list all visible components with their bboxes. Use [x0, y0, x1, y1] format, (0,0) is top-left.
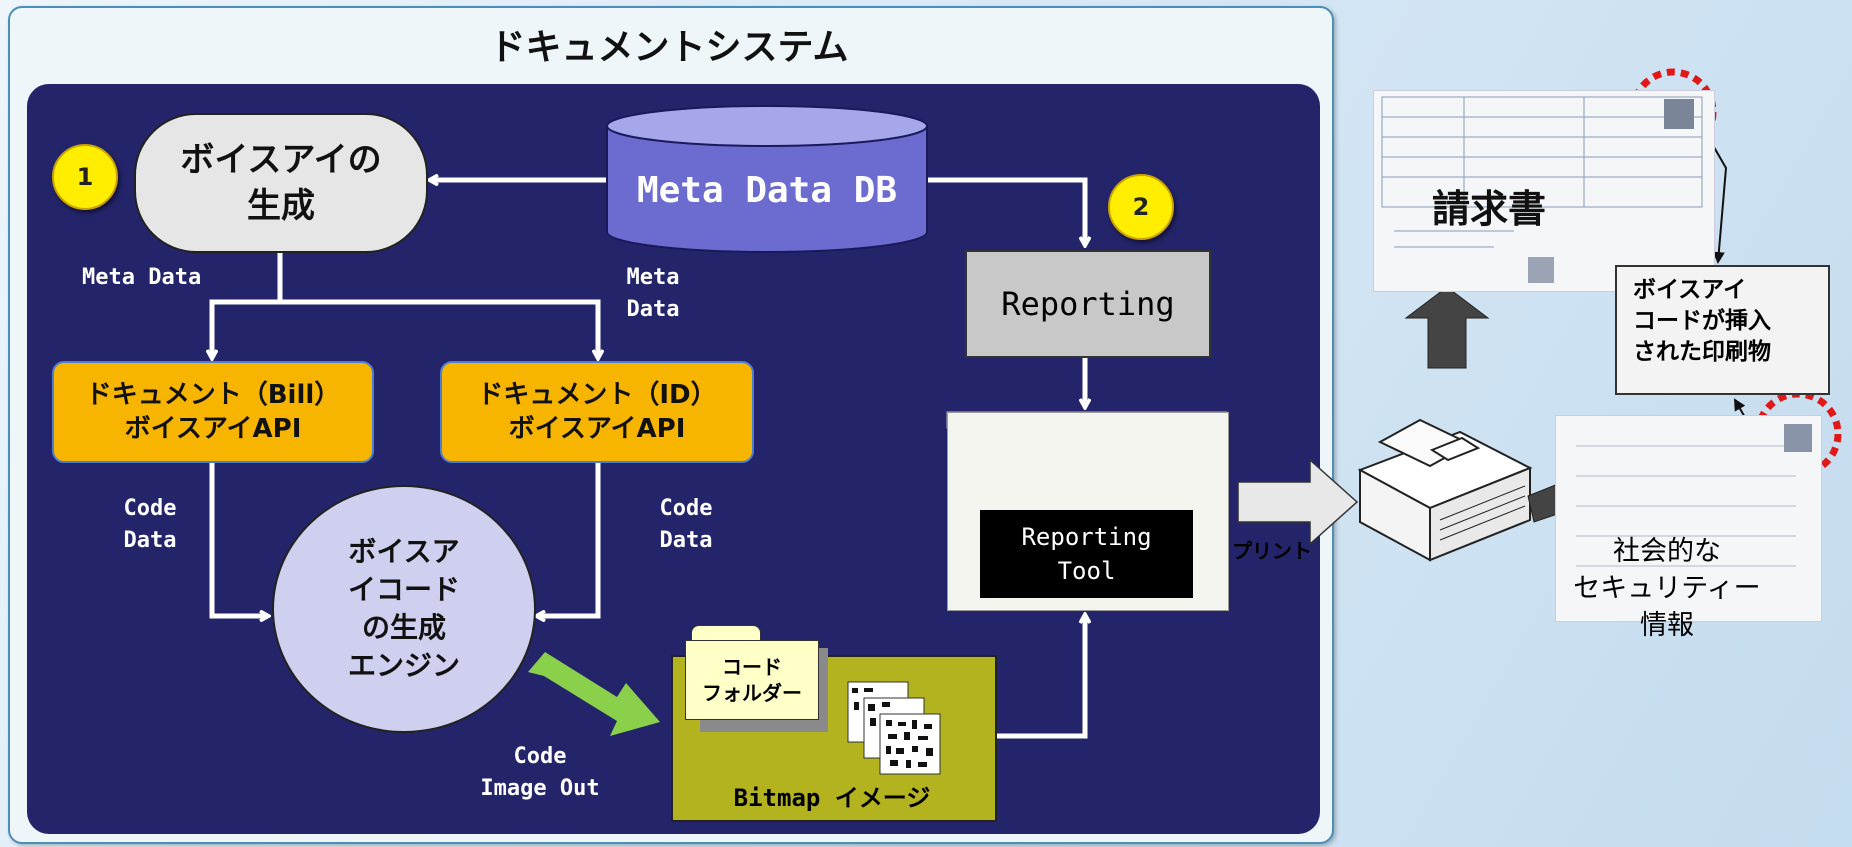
bill-up-arrow	[1404, 286, 1490, 369]
system-title: ドキュメントシステム	[489, 27, 849, 68]
meta-data-db-label: Meta Data DB	[636, 170, 898, 211]
tool-line-1: Reporting	[1021, 523, 1152, 551]
bitmap-code-stack-icon	[847, 681, 941, 775]
meta-data-right-line-1: Meta	[626, 265, 680, 290]
api-bill-line-2: ボイスアイAPI	[124, 414, 302, 444]
arrow-engine-to-bitmap	[528, 652, 660, 736]
security-line-2: セキュリティー	[1573, 573, 1761, 604]
arrow-id-api-to-engine	[537, 460, 601, 616]
step-badge-2: 2	[1108, 174, 1174, 240]
voiceye-generation-node: ボイスアイの生成	[134, 113, 428, 253]
generation-line-1: ボイスアイの	[180, 140, 382, 180]
code-folder-icon: コードフォルダー	[685, 640, 819, 720]
security-info-label: 社会的な セキュリティー 情報	[1537, 533, 1797, 644]
engine-line-2: イコード	[347, 573, 460, 606]
code-data-right-line-2: Data	[659, 528, 713, 553]
code-image-out-line-1: Code	[513, 744, 567, 769]
code-data-right-line-1: Code	[659, 496, 713, 521]
tool-line-2: Tool	[1057, 557, 1116, 585]
arrow-bitmap-to-tool	[993, 615, 1085, 739]
bill-document-lines	[1381, 96, 1703, 283]
code-image-out-line-2: Image Out	[480, 776, 600, 801]
api-id-line-2: ボイスアイAPI	[508, 414, 686, 444]
generation-line-2: 生成	[247, 186, 315, 226]
meta-data-right-line-2: Data	[626, 297, 680, 322]
meta-data-db-cylinder	[606, 105, 928, 253]
print-arrow	[1237, 458, 1359, 546]
reporting-node: Reporting	[965, 250, 1211, 358]
folder-line-1: コード	[722, 655, 782, 679]
arrow-bill-api-to-engine	[209, 460, 268, 616]
security-document-image	[1555, 415, 1822, 622]
security-line-1: 社会的な	[1613, 536, 1721, 567]
code-data-left-line-2: Data	[123, 528, 177, 553]
document-bill-api-node: ドキュメント（Bill） ボイスアイAPI	[52, 361, 374, 463]
engine-line-3: の生成	[361, 611, 446, 644]
security-document-lines	[1576, 424, 1812, 567]
arrow-generation-split	[212, 250, 283, 358]
folder-line-2: フォルダー	[702, 681, 802, 705]
arrow-generation-to-id	[280, 299, 598, 358]
step-badge-1: 1	[52, 144, 118, 210]
engine-line-1: ボイスア	[348, 535, 460, 568]
bill-document-image	[1373, 90, 1715, 292]
bill-label: 請求書	[1432, 187, 1547, 231]
label-meta-data-left: Meta Data	[82, 265, 202, 290]
api-bill-line-1: ドキュメント（Bill）	[85, 380, 341, 410]
bitmap-label: Bitmap イメージ	[733, 784, 931, 812]
security-line-3: 情報	[1640, 610, 1694, 641]
document-id-api-node: ドキュメント（ID） ボイスアイAPI	[440, 361, 754, 463]
code-data-left-line-1: Code	[123, 496, 177, 521]
printed-matter-note: ボイスアイ コードが挿入 された印刷物	[1615, 265, 1830, 395]
printer-icon	[1357, 418, 1533, 562]
label-print: プリント	[1232, 539, 1312, 563]
note-line-2: コードが挿入	[1633, 308, 1771, 334]
api-id-line-1: ドキュメント（ID）	[477, 380, 717, 410]
note-line-3: された印刷物	[1633, 339, 1771, 365]
note-line-1: ボイスアイ	[1633, 277, 1747, 303]
voiceye-code-engine-node: ボイスア イコード の生成 エンジン	[272, 485, 536, 733]
arrow-db-to-reporting	[927, 177, 1085, 245]
engine-line-4: エンジン	[347, 649, 460, 682]
